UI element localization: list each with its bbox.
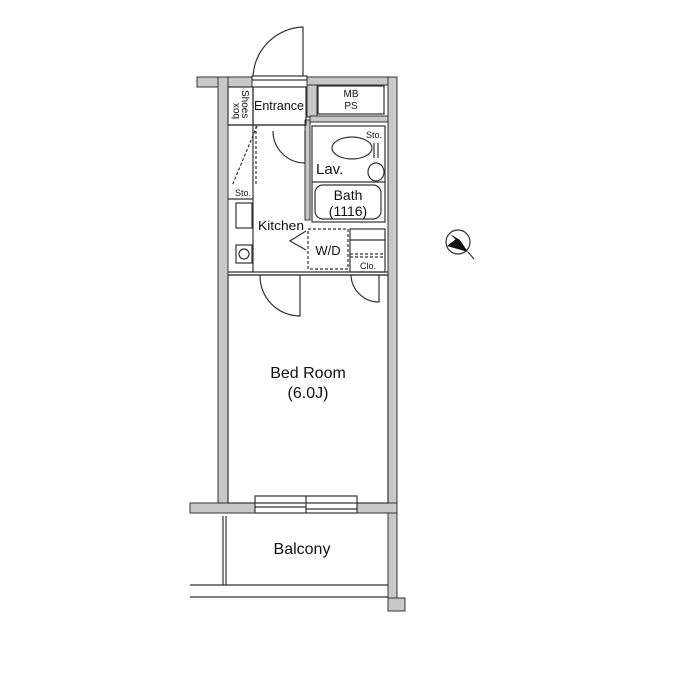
wall-bath-left	[304, 119, 311, 221]
label-shoes-box-2: box	[231, 103, 242, 119]
washer-dryer	[307, 228, 349, 270]
lav-door-swing	[272, 130, 306, 164]
burner-icon	[238, 248, 250, 260]
lav-area	[311, 125, 386, 223]
label-toilet-storage: Sto.	[366, 130, 382, 140]
label-kitchen: Kitchen	[258, 218, 304, 233]
wall-left	[217, 76, 229, 508]
label-balcony: Balcony	[274, 541, 331, 558]
bedroom	[227, 274, 389, 504]
label-bath: Bath	[334, 187, 363, 203]
kitchen-door-swing	[259, 274, 301, 317]
label-bedroom: Bed Room	[270, 365, 346, 382]
toilet	[331, 136, 373, 160]
wall-right	[387, 76, 398, 611]
entrance-door-swing	[252, 26, 304, 77]
wall-mbps-bottom	[309, 115, 389, 123]
wall-bottom-left	[189, 502, 256, 514]
stove	[235, 244, 253, 264]
kitchen-pointer	[288, 230, 307, 251]
wall-right-foot	[387, 597, 406, 612]
wall-bottom-right	[356, 502, 398, 514]
label-lav: Lav.	[316, 161, 343, 178]
north-arrow-icon	[445, 229, 475, 260]
label-closet: Clo.	[360, 261, 376, 271]
kitchen-sink	[235, 202, 253, 229]
closet	[349, 228, 386, 273]
label-shoes-box-1: Shoes	[239, 90, 250, 118]
wall-top-right	[306, 76, 398, 86]
label-washer-dryer: W/D	[315, 243, 340, 258]
label-ps: PS	[344, 101, 358, 112]
label-entrance: Entrance	[254, 98, 304, 113]
bathtub	[314, 184, 382, 220]
sink	[367, 162, 385, 182]
mb-ps-closet	[317, 85, 385, 115]
entrance-door-frame	[251, 75, 308, 81]
kitchen-storage	[231, 125, 258, 187]
label-bath-size: (1116)	[329, 203, 367, 219]
label-mb: MB	[344, 89, 359, 100]
label-kitchen-storage: Sto.	[235, 188, 251, 198]
closet-door-swing	[350, 274, 380, 303]
label-bedroom-size: (6.0J)	[288, 385, 329, 402]
